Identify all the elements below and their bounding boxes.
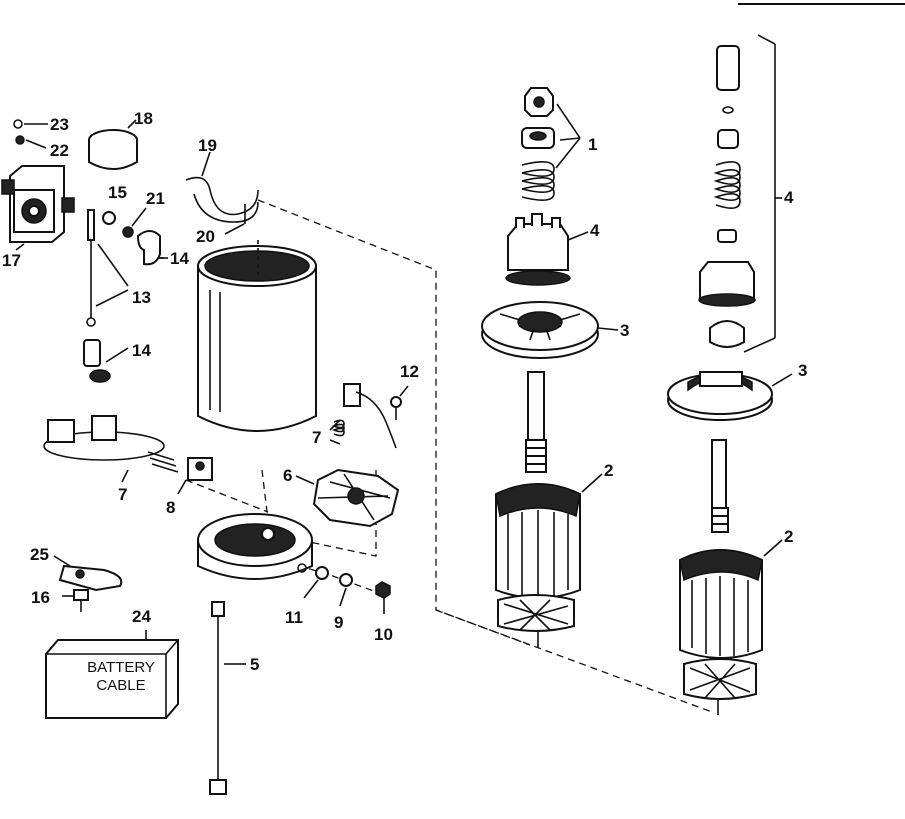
lead-wires [86,209,129,327]
cable-clamp [53,555,123,592]
right-armature [679,439,783,715]
callout-17: 17 [2,251,21,270]
drive-collar [717,129,739,149]
callout-4-center: 4 [590,221,600,240]
brush-screw [390,385,409,420]
through-bolt-nut [375,581,391,599]
brush-holder-clip [177,457,213,495]
battery-label-line1: BATTERY [87,659,155,676]
callout-3-right: 3 [798,361,807,380]
callout-21: 21 [146,189,165,208]
pinion-spring [521,161,555,201]
retaining-ring [722,106,734,114]
callout-23: 23 [50,115,69,134]
thrust-washer [315,566,329,580]
battery-cable-box[interactable]: BATTERY CABLE [45,630,179,719]
callout-15: 15 [108,183,127,202]
callout-20: 20 [196,227,215,246]
solenoid [1,165,75,251]
callout-16: 16 [31,588,50,607]
center-drive-pinion [507,223,569,271]
center-end-plate [481,301,619,359]
callout-7-upper: 7 [312,428,321,447]
drive-cap [716,45,740,91]
callout-4-right: 4 [784,188,794,207]
callout-9: 9 [334,613,343,632]
cable-connector [83,339,129,383]
fiber-washer [339,573,353,587]
center-drive-stack [505,87,589,286]
callout-19: 19 [198,136,217,155]
callout-14-lower: 14 [132,341,151,360]
callout-7-lower: 7 [118,485,127,504]
commutator-end-cap [197,513,313,580]
callout-1: 1 [588,135,597,154]
terminal-nut [15,135,25,145]
drive-spring [713,161,741,209]
through-bolt [209,601,236,795]
right-end-cap [667,371,793,421]
right-drive-stack [698,34,782,353]
callout-3-center: 3 [620,321,629,340]
terminal-boot [136,230,168,266]
callout-24: 24 [132,607,151,626]
pinion-base [698,293,756,307]
callout-2-center: 2 [604,461,613,480]
callout-6: 6 [283,466,292,485]
brush-assembly [329,383,397,449]
drive-nut [709,320,745,348]
callout-10: 10 [374,625,393,644]
lock-washer [13,119,23,129]
alignment-line-main [257,199,713,713]
band-ring [88,119,138,170]
callout-11: 11 [285,608,303,627]
callout-5: 5 [250,655,259,674]
callout-12: 12 [400,362,419,381]
clamp-screw [62,589,89,612]
center-armature [495,371,603,648]
hex-nut [122,226,134,238]
flat-washer [102,211,116,225]
callout-14-upper: 14 [170,249,189,268]
clamp-bracket [185,151,259,235]
callout-25: 25 [30,545,49,564]
spring-retainer [717,229,737,243]
battery-label-line2: CABLE [96,677,145,694]
brush-plate [295,468,400,528]
callout-18: 18 [134,109,153,128]
callout-8: 8 [166,498,175,517]
callout-22: 22 [50,141,69,160]
callout-13: 13 [132,288,151,307]
field-frame [197,240,317,432]
callout-2-right: 2 [784,527,793,546]
brush-spring-ring [43,415,179,483]
drive-pinion [699,261,755,299]
